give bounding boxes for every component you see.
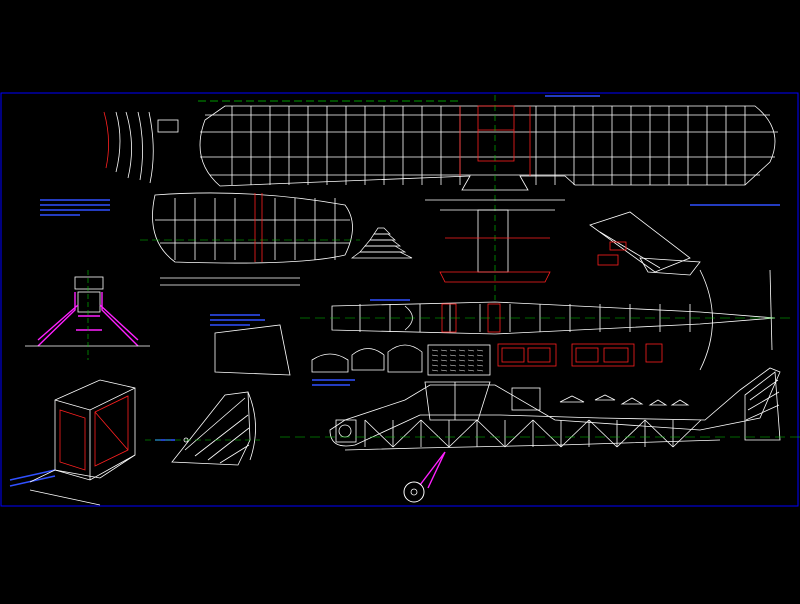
fuselage-diagonal [476, 419, 506, 448]
fuselage-diagonal [504, 419, 534, 448]
fuselage-diagonal [672, 419, 702, 448]
landing-gear [403, 451, 446, 503]
grain-mark [467, 349, 475, 352]
wing-ribs [231, 106, 746, 185]
fuselage-side-truss [364, 419, 702, 448]
grain-mark [440, 354, 448, 357]
grain-mark [467, 369, 475, 372]
fuselage-diagonal [560, 419, 590, 448]
fuselage-diagonal [616, 419, 646, 448]
fuselage-diagonal [448, 419, 478, 448]
rib-stack [350, 227, 413, 259]
fuselage-diagonal [392, 419, 422, 448]
balsa-grain-hatch [431, 349, 484, 372]
grain-mark [476, 359, 484, 362]
former-sections [311, 343, 690, 411]
cowl-plate [214, 324, 291, 376]
grain-mark [476, 364, 484, 367]
grain-mark [458, 364, 466, 367]
grain-mark [476, 369, 484, 372]
grain-mark [440, 349, 448, 352]
fuselage-diagonal [420, 419, 450, 448]
grain-mark [440, 359, 448, 362]
grain-mark [467, 354, 475, 357]
annotation-labels [9, 95, 780, 487]
fuselage-diagonal [364, 419, 394, 448]
grain-mark [458, 354, 466, 357]
grain-mark [449, 359, 457, 362]
propeller-disc [699, 269, 773, 371]
fuselage-diagonal [588, 419, 618, 448]
fin-rudder-view [171, 391, 256, 466]
grain-mark [458, 359, 466, 362]
grain-mark [458, 349, 466, 352]
tailplane-ribs [174, 198, 336, 260]
grain-mark [449, 354, 457, 357]
wing-mount-detail [25, 270, 150, 360]
grain-mark [449, 349, 457, 352]
grain-mark [431, 359, 439, 362]
grain-mark [449, 364, 457, 367]
grain-mark [467, 359, 475, 362]
wing-rib-profiles [103, 111, 179, 184]
grain-mark [431, 349, 439, 352]
grain-mark [467, 364, 475, 367]
grain-mark [458, 369, 466, 372]
wing-plan-view [199, 105, 778, 191]
grain-mark [476, 349, 484, 352]
cabin-isometric-view [29, 379, 136, 506]
fuselage-side-view [329, 367, 781, 451]
grain-mark [449, 369, 457, 372]
dihedral-brace-detail [589, 211, 701, 276]
sheet-border [0, 92, 799, 507]
wing-centre-section [477, 105, 515, 162]
grain-mark [440, 369, 448, 372]
grain-mark [476, 354, 484, 357]
grain-mark [440, 364, 448, 367]
grain-mark [431, 364, 439, 367]
fuselage-diagonal [532, 419, 562, 448]
grain-mark [431, 354, 439, 357]
fuselage-diagonal [644, 419, 674, 448]
grain-mark [431, 369, 439, 372]
tailplane-plan-view [152, 192, 353, 286]
wing-joiner-detail [425, 199, 565, 283]
